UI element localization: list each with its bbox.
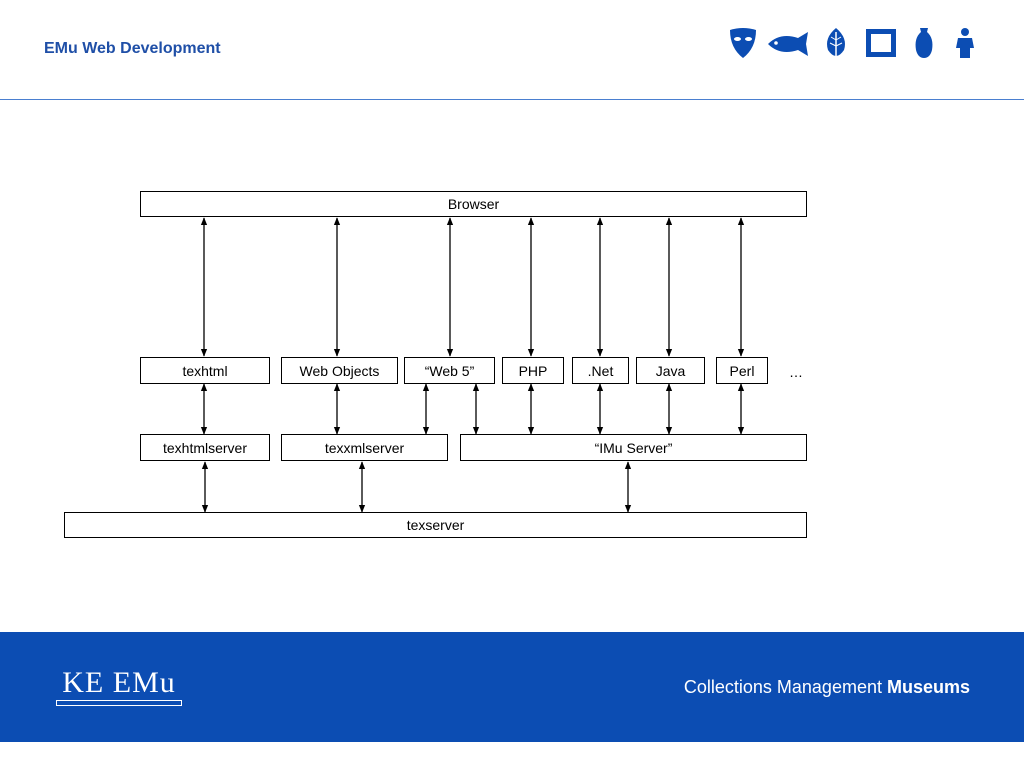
page-title: EMu Web Development (44, 40, 221, 57)
browser-box: Browser (140, 191, 807, 217)
vase-icon (915, 28, 933, 58)
frame-icon (866, 29, 896, 57)
header-rule (0, 99, 1024, 100)
client-perl: Perl (716, 357, 768, 384)
leaf-icon (827, 28, 845, 59)
server-texhtmlserver: texhtmlserver (140, 434, 270, 461)
statue-icon (956, 28, 974, 58)
more-clients-ellipsis: … (789, 364, 803, 380)
client-net: .Net (572, 357, 629, 384)
connector-arrows (200, 217, 745, 513)
texserver-box: texserver (64, 512, 807, 538)
tagline-regular: Collections Management (683, 677, 887, 697)
footer-tagline: Collections Management Museums (684, 677, 970, 698)
logo-subtitle-bar (56, 700, 182, 706)
client-web5: “Web 5” (404, 357, 495, 384)
client-java: Java (636, 357, 705, 384)
logo-text: KE EMu (62, 666, 176, 699)
server-texxmlserver: texxmlserver (281, 434, 448, 461)
server-imu-server: “IMu Server” (460, 434, 807, 461)
footer-band: KE EMu Collections Management Museums (0, 632, 1024, 742)
client-php: PHP (502, 357, 564, 384)
fish-icon (768, 32, 808, 56)
architecture-diagram: Browser texhtml Web Objects “Web 5” PHP … (64, 191, 807, 538)
client-texhtml: texhtml (140, 357, 270, 384)
client-web-objects: Web Objects (281, 357, 398, 384)
tagline-bold: Museums (886, 677, 970, 697)
mask-icon (730, 28, 756, 58)
ke-emu-logo: KE EMu (56, 666, 182, 708)
museum-icons (726, 26, 986, 62)
